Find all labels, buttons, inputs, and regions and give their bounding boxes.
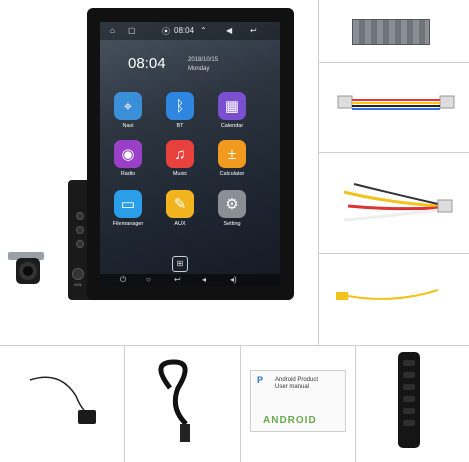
app-label: Navi	[122, 123, 134, 129]
bluetooth-icon: ᛒ	[166, 92, 194, 120]
app-label: Calendar	[220, 123, 244, 129]
divider-bottom-1	[124, 345, 125, 462]
gps-antenna	[29, 376, 96, 424]
app-radio[interactable]: ◉ Radio	[108, 140, 148, 177]
expand-icon[interactable]: ⌃	[200, 26, 207, 35]
backup-camera	[8, 252, 44, 284]
divider-bottom-2	[240, 345, 241, 462]
rca-cable	[343, 183, 453, 222]
app-setting[interactable]: ⚙ Setting	[212, 190, 252, 227]
divider-vertical-main	[318, 0, 319, 345]
navigation-bar: ⏻ ○ ↩ ◂ ◂)	[100, 274, 280, 286]
side-button-1[interactable]	[76, 212, 84, 220]
map-icon: ⌖	[114, 92, 142, 120]
app-aux[interactable]: ✎ AUX	[160, 190, 200, 227]
vol-label: VOL	[74, 282, 83, 287]
remote-button[interactable]	[403, 360, 415, 366]
manual-footer: ANDROID	[263, 415, 317, 426]
day-text: Monday	[188, 66, 210, 72]
date-text: 2018/10/15	[188, 57, 219, 63]
music-icon: ♫	[166, 140, 194, 168]
status-bar: ⌂ ▢ ⦿ 08:04 ⌃ ◀ ↩	[100, 22, 280, 40]
back-arrow-icon[interactable]: ⌂	[110, 26, 115, 35]
app-music[interactable]: ♫ Music	[160, 140, 200, 177]
divider-right-2	[318, 152, 469, 153]
app-bt[interactable]: ᛒ BT	[160, 92, 200, 129]
back-icon[interactable]: ↩	[174, 275, 181, 284]
volume-icon[interactable]: ◀	[226, 26, 233, 35]
app-filemanager[interactable]: ▭ Filemanager	[108, 190, 148, 227]
remote-button[interactable]	[403, 408, 415, 414]
calendar-icon: ▦	[218, 92, 246, 120]
aux-icon: ✎	[166, 190, 194, 218]
home-icon[interactable]: ○	[146, 275, 151, 284]
divider-right-1	[318, 62, 469, 63]
divider-bottom-3	[355, 345, 356, 462]
remote-button[interactable]	[403, 396, 415, 402]
user-manual: P Android Product User manual ANDROID	[250, 370, 346, 432]
android-screen: ⌂ ▢ ⦿ 08:04 ⌃ ◀ ↩ 08:04 2018/10/15 Monda…	[100, 22, 280, 286]
remote-button[interactable]	[403, 384, 415, 390]
clock-date: 2018/10/15 Monday	[188, 56, 218, 74]
app-label: Calculator	[219, 171, 245, 177]
manual-title: Android Product User manual	[275, 377, 319, 390]
gear-icon: ⚙	[218, 190, 246, 218]
remote-control	[398, 352, 420, 448]
radio-icon: ◉	[114, 140, 142, 168]
vol-knob[interactable]	[72, 268, 84, 280]
app-switch-icon[interactable]: ▢	[128, 26, 136, 35]
app-label: BT	[176, 123, 184, 129]
remote-button[interactable]	[403, 372, 415, 378]
side-button-3[interactable]	[76, 240, 84, 248]
signal-icon: ⦿	[162, 27, 170, 36]
power-icon[interactable]: ⏻	[120, 275, 127, 284]
app-drawer-button[interactable]: ⊞	[172, 256, 188, 272]
divider-right-3	[318, 253, 469, 254]
volume-up-icon[interactable]: ◂)	[230, 275, 237, 284]
app-label: Filemanager	[112, 221, 144, 227]
remote-button[interactable]	[403, 420, 415, 426]
usb-cable	[158, 359, 190, 442]
back-icon[interactable]: ↩	[250, 26, 257, 35]
app-label: Music	[172, 171, 188, 177]
mounting-bracket	[352, 19, 430, 45]
calculator-icon: ±	[218, 140, 246, 168]
app-label: Setting	[223, 221, 241, 227]
side-button-2[interactable]	[76, 226, 84, 234]
clock-time: 08:04	[128, 55, 166, 72]
camera-extension-cable	[336, 289, 439, 300]
app-label: AUX	[174, 221, 186, 227]
volume-down-icon[interactable]: ◂	[202, 275, 207, 284]
power-harness	[337, 95, 455, 110]
divider-horizontal-main	[0, 345, 469, 346]
manual-brand: P	[257, 375, 264, 385]
folder-icon: ▭	[114, 190, 142, 218]
app-calculator[interactable]: ± Calculator	[212, 140, 252, 177]
app-label: Radio	[120, 171, 136, 177]
app-calendar[interactable]: ▦ Calendar	[212, 92, 252, 129]
app-navi[interactable]: ⌖ Navi	[108, 92, 148, 129]
status-time: 08:04	[174, 26, 195, 35]
